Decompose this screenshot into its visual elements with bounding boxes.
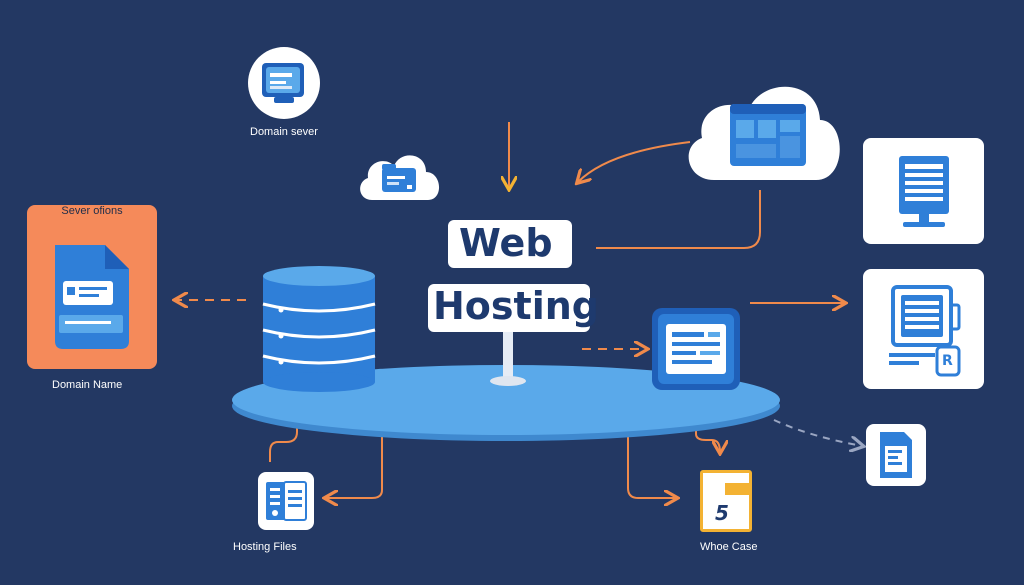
server-options-card: Sever ofions [27,205,157,369]
domain-server-icon [248,47,320,119]
hosting-files-icon [266,481,307,521]
arrow-to-whoe-case-b [695,424,720,452]
document-icon [889,285,961,377]
spreadsheet-icon [880,432,912,478]
small-doc-card [866,424,926,486]
line-cloud-down [596,190,761,249]
arrow-to-whoe-case-a [627,432,676,498]
monitor-card [863,138,984,244]
line-hosting-files-a [269,422,298,462]
document-letter: R [942,353,953,369]
sign-post [503,330,513,382]
document-file-icon [55,245,129,349]
hosting-files-card [258,472,314,530]
domain-name-label: Domain Name [52,379,123,391]
title-line2: Hosting [433,284,599,328]
sign-post-base [490,376,526,386]
server-options-label: Sever ofions [61,205,123,217]
document-card: R [863,269,984,389]
title-line1: Web [459,221,553,265]
whoe-case-number: 5 [715,501,729,525]
monitor-icon [899,156,949,227]
arrow-cloud-to-center [578,141,691,182]
database-icon [262,266,376,392]
whoe-case-tab [725,483,749,495]
title-sign-bg [428,284,590,332]
domain-server-label: Domain sever [250,126,318,138]
cloud-browser-icon [688,86,840,180]
arrow-to-hosting-files [326,432,383,498]
arrow-to-small-card [773,419,862,446]
whoe-case-label: Whoe Case [700,541,758,553]
whoe-case-card: 5 [700,470,752,532]
cloud-folder-icon [360,155,440,200]
hosting-files-label: Hosting Files [233,541,297,553]
title-sign-line1-bg [448,220,572,268]
form-panel-icon [652,308,740,390]
